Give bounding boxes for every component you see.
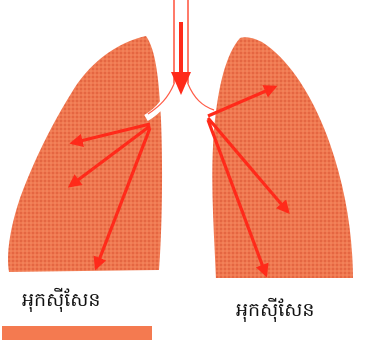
right-lung-label: អុកស៊ីសែន <box>236 297 314 323</box>
right-lung <box>212 37 353 282</box>
left-lung-label: អុកស៊ីសែន <box>22 287 100 313</box>
bottom-bar <box>2 326 152 340</box>
